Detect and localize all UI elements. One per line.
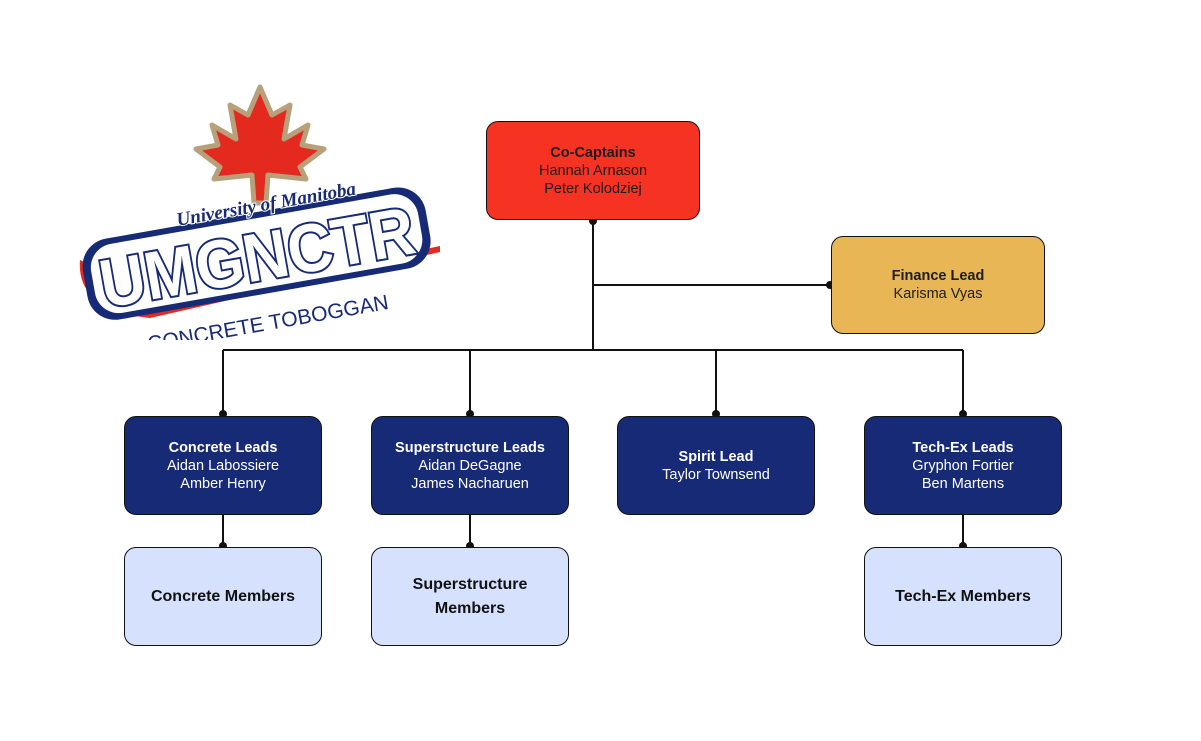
superstructure-members-label-1: Superstructure	[412, 575, 528, 593]
superstructure-leads-box: Superstructure Leads Aidan DeGagne James…	[371, 416, 569, 515]
finance-lead-title: Finance Lead	[891, 268, 985, 284]
spirit-lead-box: Spirit Lead Taylor Townsend	[617, 416, 815, 515]
techex-members-box: Tech-Ex Members	[864, 547, 1062, 646]
finance-lead-box: Finance Lead Karisma Vyas	[831, 236, 1045, 334]
co-captain-name-1: Hannah Arnason	[538, 162, 648, 179]
techex-leads-box: Tech-Ex Leads Gryphon Fortier Ben Marten…	[864, 416, 1062, 515]
techex-lead-name-2: Ben Martens	[921, 475, 1005, 492]
co-captains-box: Co-Captains Hannah Arnason Peter Kolodzi…	[486, 121, 700, 220]
superstructure-lead-name-2: James Nacharuen	[411, 475, 529, 492]
superstructure-members-box: Superstructure Members	[371, 547, 569, 646]
co-captains-title: Co-Captains	[550, 144, 636, 161]
superstructure-leads-title: Superstructure Leads	[395, 439, 545, 456]
co-captain-name-2: Peter Kolodziej	[544, 180, 642, 197]
superstructure-lead-name-1: Aidan DeGagne	[418, 457, 522, 474]
concrete-members-box: Concrete Members	[124, 547, 322, 646]
techex-leads-title: Tech-Ex Leads	[912, 439, 1014, 456]
concrete-lead-name-2: Amber Henry	[180, 475, 266, 492]
spirit-lead-title: Spirit Lead	[678, 448, 754, 465]
superstructure-members-label-2: Members	[434, 599, 506, 617]
concrete-leads-title: Concrete Leads	[168, 439, 278, 456]
umgnctr-logo: UMGNCTR University of Manitoba CONCRETE …	[79, 84, 441, 340]
techex-members-label: Tech-Ex Members	[895, 587, 1031, 605]
concrete-leads-box: Concrete Leads Aidan Labossiere Amber He…	[124, 416, 322, 515]
concrete-members-label: Concrete Members	[150, 587, 296, 605]
spirit-lead-name: Taylor Townsend	[662, 466, 770, 483]
techex-lead-name-1: Gryphon Fortier	[912, 457, 1014, 474]
concrete-lead-name-1: Aidan Labossiere	[166, 457, 280, 474]
finance-lead-name: Karisma Vyas	[893, 286, 983, 302]
